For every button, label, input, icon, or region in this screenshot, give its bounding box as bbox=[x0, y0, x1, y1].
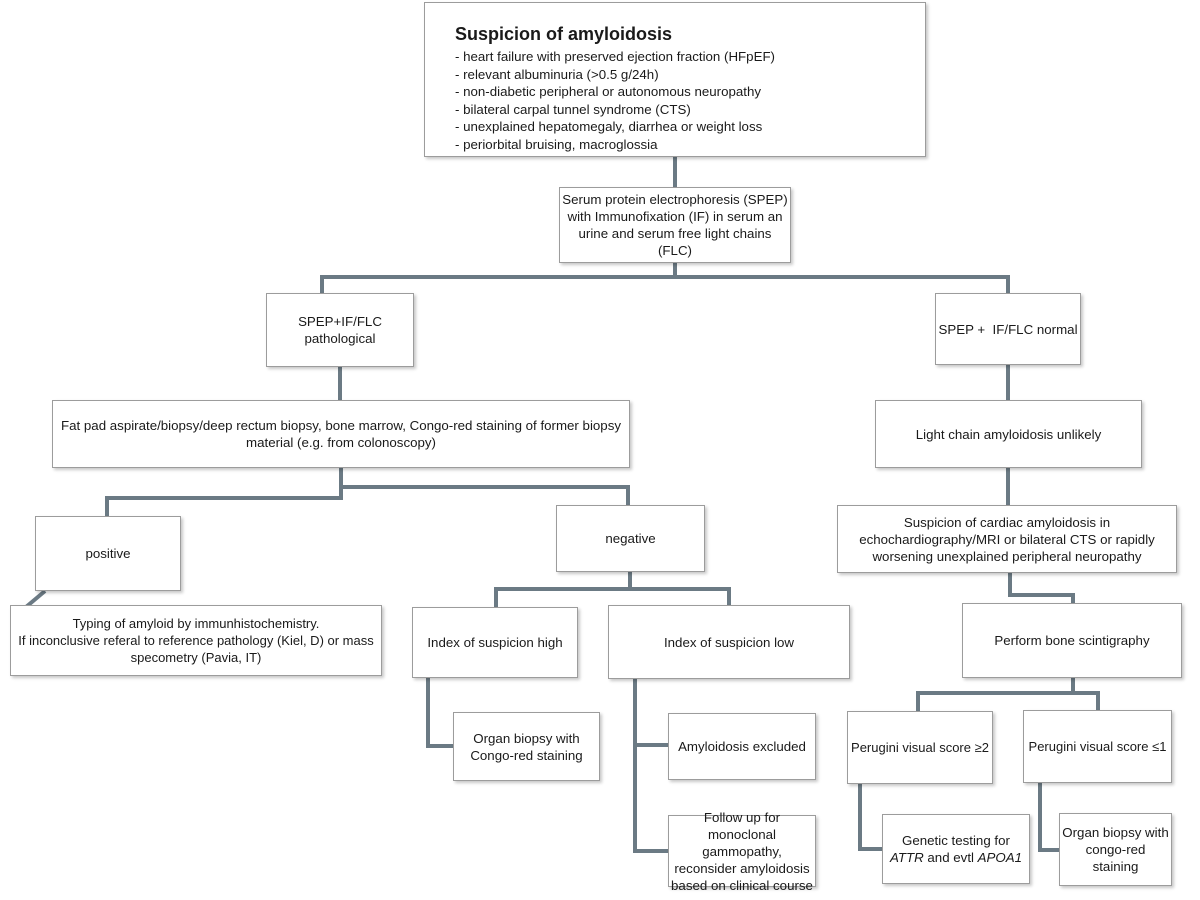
connector-indexhigh-to-organbiopsy bbox=[426, 677, 454, 748]
node-label: Follow up for monoclonal gammopathy, rec… bbox=[671, 809, 813, 893]
node-label: Suspicion of cardiac amyloidosis in echo… bbox=[859, 514, 1155, 564]
node-label: positive bbox=[85, 546, 131, 561]
node-label: Fat pad aspirate/biopsy/deep rectum biop… bbox=[61, 418, 621, 450]
node-spep-pathological: SPEP+IF/FLC pathological bbox=[266, 293, 414, 367]
connector-perugini2-to-genetic bbox=[858, 783, 883, 851]
connector-perugini1-to-organbiopsy bbox=[1038, 782, 1060, 852]
node-organ-biopsy-congo-red-right: Organ biopsy with congo-red staining bbox=[1059, 813, 1172, 886]
node-label: Index of suspicion high bbox=[427, 635, 563, 650]
node-label: Perugini visual score ≤1 bbox=[1028, 739, 1167, 754]
node-organ-biopsy-congo-red: Organ biopsy with Congo-red staining bbox=[453, 712, 600, 781]
node-perugini-score-le1: Perugini visual score ≤1 bbox=[1023, 710, 1172, 783]
node-amyloidosis-excluded: Amyloidosis excluded bbox=[668, 713, 816, 780]
node-bone-scintigraphy: Perform bone scintigraphy bbox=[962, 603, 1182, 678]
node-label: Organ biopsy with congo-red staining bbox=[1062, 825, 1169, 874]
node-label: Organ biopsy with Congo-red staining bbox=[470, 730, 583, 763]
gene-attr: ATTR bbox=[889, 850, 924, 865]
node-label: Serum protein electrophoresis (SPEP) wit… bbox=[562, 192, 788, 258]
connector-scinti-branch bbox=[916, 691, 1100, 711]
connector-indexlow-to-followup bbox=[633, 678, 668, 853]
connector-positive-to-typing bbox=[24, 589, 47, 609]
node-perugini-score-ge2: Perugini visual score ≥2 bbox=[847, 711, 993, 784]
node-index-suspicion-low: Index of suspicion low bbox=[608, 605, 850, 679]
node-label: Perugini visual score ≥2 bbox=[851, 740, 989, 755]
node-label: Light chain amyloidosis unlikely bbox=[915, 426, 1102, 442]
gene-apoa1: APOA1 bbox=[977, 850, 1023, 865]
connector-fatpad-to-negative bbox=[339, 485, 630, 506]
suspicion-text-block: Suspicion of amyloidosis - heart failure… bbox=[425, 3, 775, 154]
node-suspicion-of-amyloidosis: Suspicion of amyloidosis - heart failure… bbox=[424, 2, 926, 157]
node-cardiac-amyloidosis-suspicion: Suspicion of cardiac amyloidosis in echo… bbox=[837, 505, 1177, 573]
node-label: Amyloidosis excluded bbox=[678, 739, 806, 754]
node-spep-if-flc-test: Serum protein electrophoresis (SPEP) wit… bbox=[559, 187, 791, 263]
node-label: SPEP+IF/FLC pathological bbox=[298, 314, 382, 346]
genetic-line1: Genetic testing for bbox=[902, 833, 1010, 848]
node-label: SPEP + IF/FLC normal bbox=[938, 321, 1078, 337]
node-negative: negative bbox=[556, 505, 705, 572]
typing-line2: If inconclusive referal to reference pat… bbox=[18, 633, 374, 665]
typing-line1: Typing of amyloid by immunhistochemistry… bbox=[72, 616, 320, 631]
genetic-mid: and evtl bbox=[923, 850, 978, 865]
node-label: Index of suspicion low bbox=[663, 634, 795, 650]
typing-text-block: Typing of amyloid by immunhistochemistry… bbox=[18, 615, 374, 666]
connector-spep-branch bbox=[320, 275, 1010, 293]
suspicion-criteria-list: - heart failure with preserved ejection … bbox=[455, 49, 775, 152]
node-fat-pad-biopsy: Fat pad aspirate/biopsy/deep rectum biop… bbox=[52, 400, 630, 468]
node-typing-of-amyloid: Typing of amyloid by immunhistochemistry… bbox=[10, 605, 382, 676]
node-light-chain-unlikely: Light chain amyloidosis unlikely bbox=[875, 400, 1142, 468]
suspicion-title: Suspicion of amyloidosis bbox=[455, 24, 673, 44]
node-positive: positive bbox=[35, 516, 181, 591]
connector-fatpad-to-positive bbox=[105, 496, 343, 517]
node-label: negative bbox=[605, 531, 656, 546]
node-label: Perform bone scintigraphy bbox=[994, 633, 1150, 648]
connector-negative-branch bbox=[494, 587, 731, 607]
node-index-suspicion-high: Index of suspicion high bbox=[412, 607, 578, 678]
connector-cardiac-to-scinti bbox=[1008, 572, 1075, 604]
node-spep-normal: SPEP + IF/FLC normal bbox=[935, 293, 1081, 365]
node-followup-monoclonal-gammopathy: Follow up for monoclonal gammopathy, rec… bbox=[668, 810, 816, 893]
